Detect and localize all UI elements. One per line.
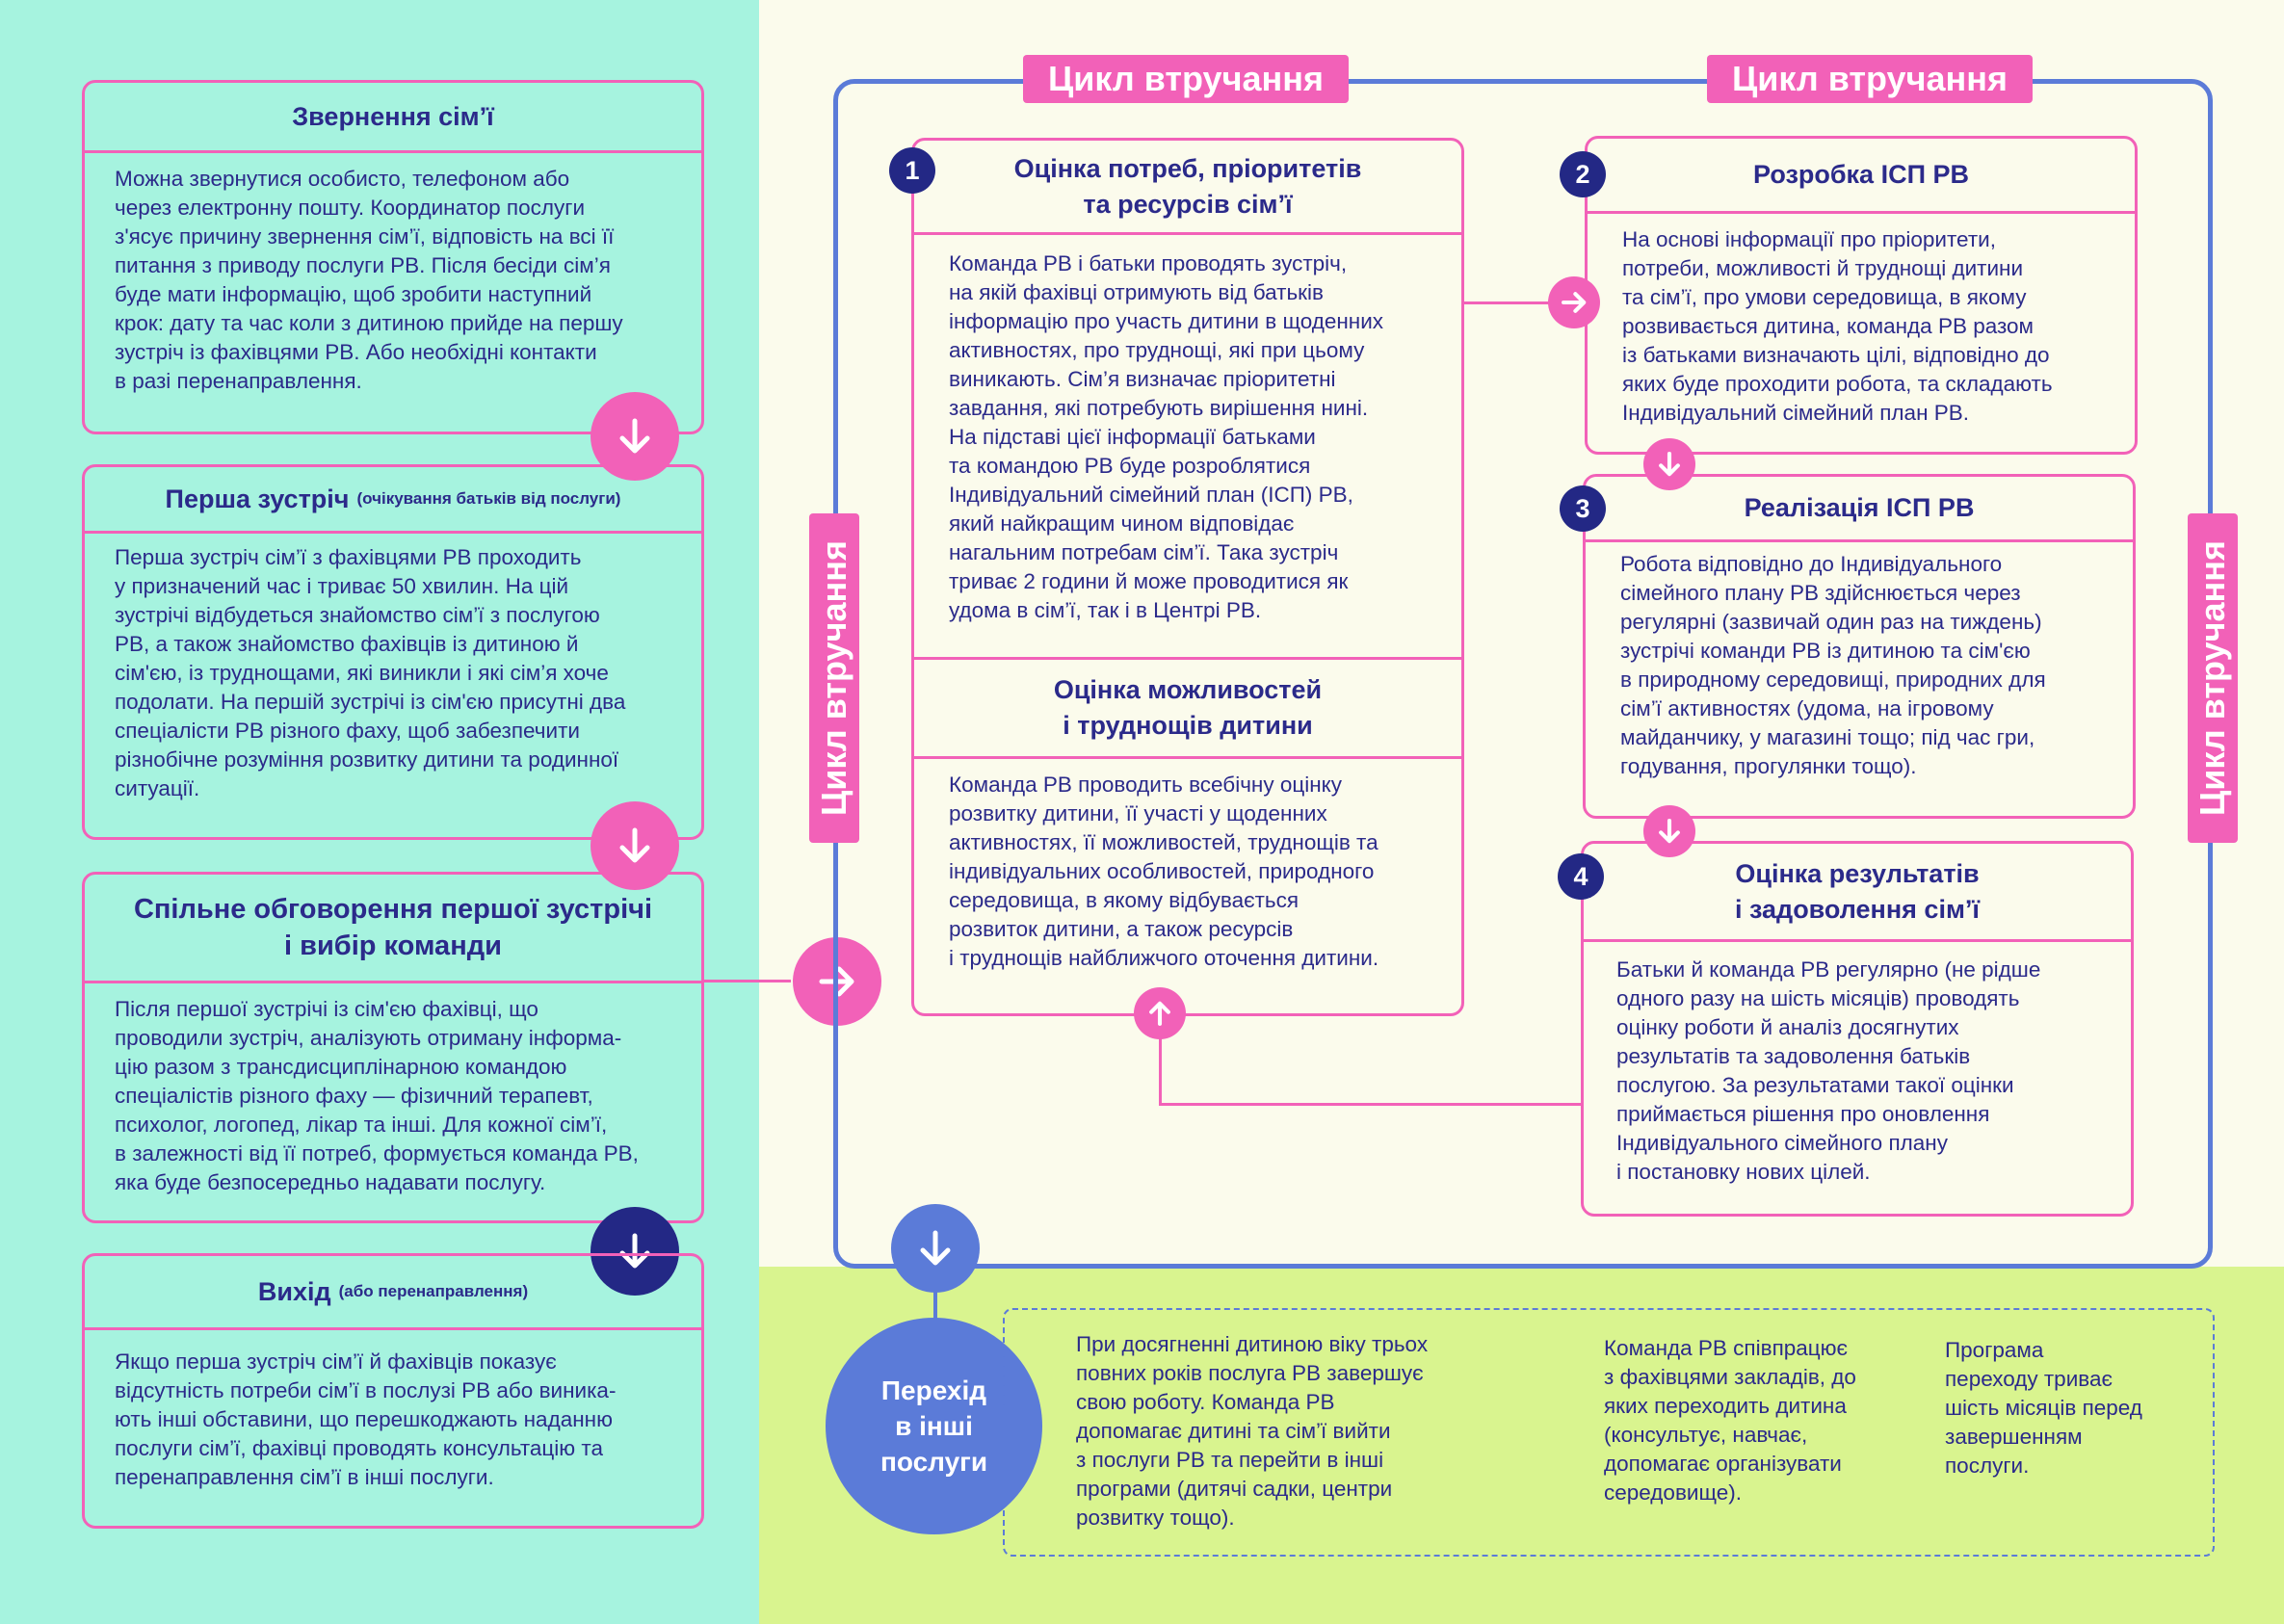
- cycle-tag-right: Цикл втручання: [2188, 513, 2238, 843]
- arrow-up-icon: [1149, 1001, 1170, 1026]
- transition-details-box: [1003, 1308, 2215, 1557]
- connector-step1-to-step2: [1464, 301, 1561, 304]
- connector-to-transition: [933, 1291, 937, 1320]
- card-exit-title: Вихід: [257, 1277, 331, 1306]
- card-step-1: Оцінка потреб, пріоритетів та ресурсів с…: [911, 138, 1464, 1016]
- card-step-1-sub-title: Оцінка можливостей і труднощів дитини: [914, 660, 1461, 759]
- step-2-number: 2: [1560, 151, 1606, 197]
- card-step-3: Реалізація ІСП РВ Робота відповідно до І…: [1583, 474, 2136, 819]
- card-step-4-title: Оцінка результатів і задоволення сім’ї: [1584, 844, 2131, 942]
- connector-step4-return-horizontal: [1159, 1103, 1582, 1106]
- step-4-number: 4: [1558, 853, 1604, 900]
- step-1-number: 1: [889, 147, 935, 194]
- card-exit-note: (або перенаправлення): [338, 1282, 529, 1300]
- step-3-number: 3: [1560, 485, 1606, 532]
- arrow-down-icon: [920, 1230, 951, 1266]
- card-first-meeting-body: Перша зустріч сім’ї з фахівцями РВ прохо…: [115, 545, 626, 800]
- card-appeal-title: Звернення сім’ї: [85, 83, 701, 153]
- card-first-meeting-title: Перша зустріч: [165, 485, 350, 513]
- arrow-down-icon: [619, 418, 650, 454]
- card-step-4-body: Батьки й команда РВ регулярно (не рідше …: [1616, 957, 2041, 1184]
- connector-discussion-to-cycle: [704, 980, 791, 982]
- card-discussion: Спільне обговорення першої зустрічі і ви…: [82, 872, 704, 1223]
- card-first-meeting-header: Перша зустріч (очікування батьків від по…: [85, 467, 701, 534]
- arrow-down-circle-step3: [1643, 438, 1695, 490]
- arrow-right-circle-step2: [1548, 276, 1600, 328]
- cycle-tag-right-text: Цикл втручання: [2192, 540, 2232, 816]
- arrow-down-icon: [619, 827, 650, 863]
- card-step-3-body: Робота відповідно до Індивідуального сім…: [1620, 552, 2046, 778]
- card-step-1-title: Оцінка потреб, пріоритетів та ресурсів с…: [914, 141, 1461, 235]
- arrow-down-circle-3: [591, 1207, 679, 1296]
- card-step-1-body: Команда РВ і батьки проводять зустріч, н…: [914, 235, 1461, 660]
- card-step-1-sub-body: Команда РВ проводить всебічну оцінку роз…: [949, 773, 1379, 970]
- card-step-3-title: Реалізація ІСП РВ: [1586, 477, 2133, 542]
- card-discussion-body: Після першої зустрічі із сім'єю фахівці,…: [115, 997, 639, 1194]
- arrow-down-icon: [1659, 452, 1680, 477]
- transition-text-2: Команда РВ співпрацює з фахівцями заклад…: [1604, 1336, 1856, 1505]
- arrow-down-icon: [1659, 819, 1680, 844]
- card-step-2-title: Розробка ІСП РВ: [1588, 139, 2135, 214]
- card-first-meeting-note: (очікування батьків від послуги): [356, 489, 621, 508]
- card-exit-body: Якщо перша зустріч сім’ї й фахівців пока…: [115, 1349, 617, 1489]
- card-first-meeting: Перша зустріч (очікування батьків від по…: [82, 464, 704, 840]
- arrow-right-icon: [1562, 292, 1587, 313]
- arrow-up-circle-step1: [1134, 987, 1186, 1039]
- cycle-tag-top-left: Цикл втручання: [1023, 55, 1349, 103]
- card-exit-header: Вихід (або перенаправлення): [85, 1256, 701, 1330]
- arrow-down-circle-transition: [891, 1204, 980, 1293]
- arrow-down-icon: [619, 1233, 650, 1269]
- card-discussion-title: Спільне обговорення першої зустрічі і ви…: [85, 875, 701, 983]
- cycle-tag-left-text: Цикл втручання: [814, 540, 853, 816]
- arrow-down-circle-step4: [1643, 805, 1695, 857]
- card-step-4: Оцінка результатів і задоволення сім’ї Б…: [1581, 841, 2134, 1217]
- connector-step4-return-vertical: [1159, 1035, 1162, 1105]
- cycle-tag-top-right: Цикл втручання: [1707, 55, 2033, 103]
- transition-text-3: Програма переходу триває шість місяців п…: [1945, 1338, 2142, 1478]
- card-step-2: Розробка ІСП РВ На основі інформації про…: [1585, 136, 2138, 455]
- card-step-2-body: На основі інформації про пріоритети, пот…: [1622, 227, 2053, 425]
- transition-circle: Перехід в інші послуги: [826, 1318, 1042, 1534]
- card-appeal-body: Можна звернутися особисто, телефоном або…: [115, 167, 623, 393]
- card-exit: Вихід (або перенаправлення) Якщо перша з…: [82, 1253, 704, 1529]
- transition-text-1: При досягненні дитиною віку трьох повних…: [1076, 1332, 1429, 1530]
- card-appeal: Звернення сім’ї Можна звернутися особист…: [82, 80, 704, 434]
- cycle-tag-left: Цикл втручання: [809, 513, 859, 843]
- arrow-down-circle-2: [591, 801, 679, 890]
